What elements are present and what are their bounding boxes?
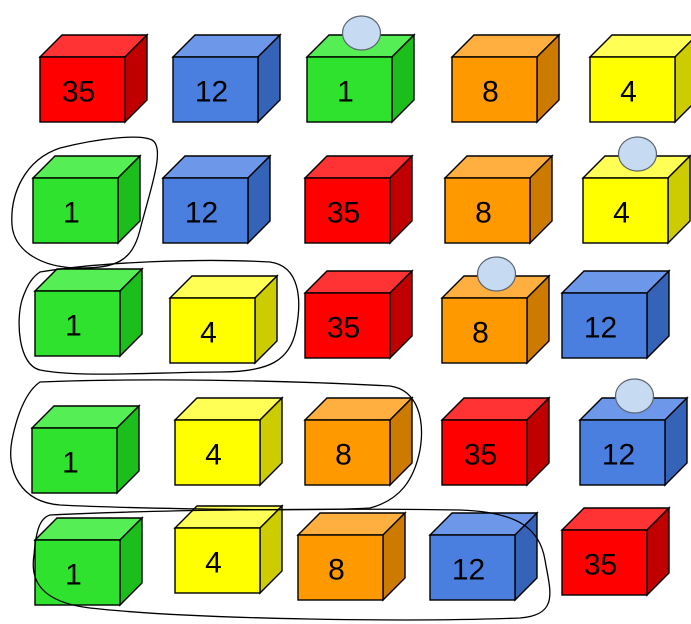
cube-row2-col3: 35 <box>305 156 412 243</box>
cube-value-label: 35 <box>62 76 95 109</box>
cube-row1-col4: 8 <box>452 35 559 122</box>
cube-row4-col2: 4 <box>175 398 282 485</box>
cube-row2-col4: 8 <box>445 156 552 243</box>
cube-value-label: 12 <box>195 76 228 109</box>
ball-marker <box>343 16 381 50</box>
cube-row4-col5: 12 <box>580 379 687 485</box>
cube-value-label: 12 <box>584 312 617 345</box>
cube-value-label: 1 <box>62 447 79 480</box>
cube-value-label: 12 <box>452 554 485 587</box>
cube-value-label: 35 <box>327 197 360 230</box>
cube-value-label: 1 <box>65 559 82 592</box>
cube-value-label: 35 <box>464 439 497 472</box>
cube-row4-col1: 1 <box>32 406 139 493</box>
cube-row5-col1: 1 <box>35 518 142 605</box>
cube-row2-col5: 4 <box>583 137 690 243</box>
cube-row4-col4: 35 <box>442 398 549 485</box>
cube-row1-col1: 35 <box>40 35 147 122</box>
cube-row5-col2: 4 <box>175 506 282 593</box>
cube-row1-col3: 1 <box>307 16 414 122</box>
cube-row3-col3: 35 <box>305 271 412 358</box>
cube-value-label: 8 <box>335 439 352 472</box>
cube-value-label: 4 <box>205 547 222 580</box>
cube-value-label: 12 <box>602 439 635 472</box>
cube-row5-col4: 12 <box>430 513 537 600</box>
cube-value-label: 1 <box>65 310 82 343</box>
cube-row3-col2: 4 <box>170 276 277 363</box>
ball-marker <box>616 379 654 413</box>
ball-marker <box>619 137 657 171</box>
cube-value-label: 4 <box>613 197 630 230</box>
cube-row3-col5: 12 <box>562 271 669 358</box>
cube-value-label: 8 <box>472 317 489 350</box>
cube-row5-col3: 8 <box>298 513 405 600</box>
cube-row3-col1: 1 <box>35 269 142 356</box>
cube-value-label: 1 <box>63 197 80 230</box>
cube-value-label: 4 <box>200 317 217 350</box>
cube-value-label: 1 <box>337 76 354 109</box>
cube-value-label: 4 <box>620 76 637 109</box>
cube-row1-col2: 12 <box>173 35 280 122</box>
cube-row5-col5: 35 <box>562 508 669 595</box>
ball-marker <box>478 257 516 291</box>
cube-value-label: 35 <box>584 549 617 582</box>
cube-row2-col2: 12 <box>163 156 270 243</box>
cube-value-label: 8 <box>482 76 499 109</box>
cube-value-label: 8 <box>475 197 492 230</box>
cube-row2-col1: 1 <box>33 156 140 243</box>
cube-row4-col3: 8 <box>305 398 412 485</box>
cubes-layer: 35 12 1 8 4 1 12 35 8 4 1 4 35 8 12 1 4 8 35 12 1 4 8 12 35 <box>32 16 691 605</box>
cube-value-label: 12 <box>185 197 218 230</box>
cube-value-label: 4 <box>205 439 222 472</box>
cube-value-label: 35 <box>327 312 360 345</box>
cube-row1-col5: 4 <box>590 35 691 122</box>
cube-row3-col4: 8 <box>442 257 549 363</box>
cube-top-face <box>590 35 691 57</box>
cube-value-label: 8 <box>328 554 345 587</box>
